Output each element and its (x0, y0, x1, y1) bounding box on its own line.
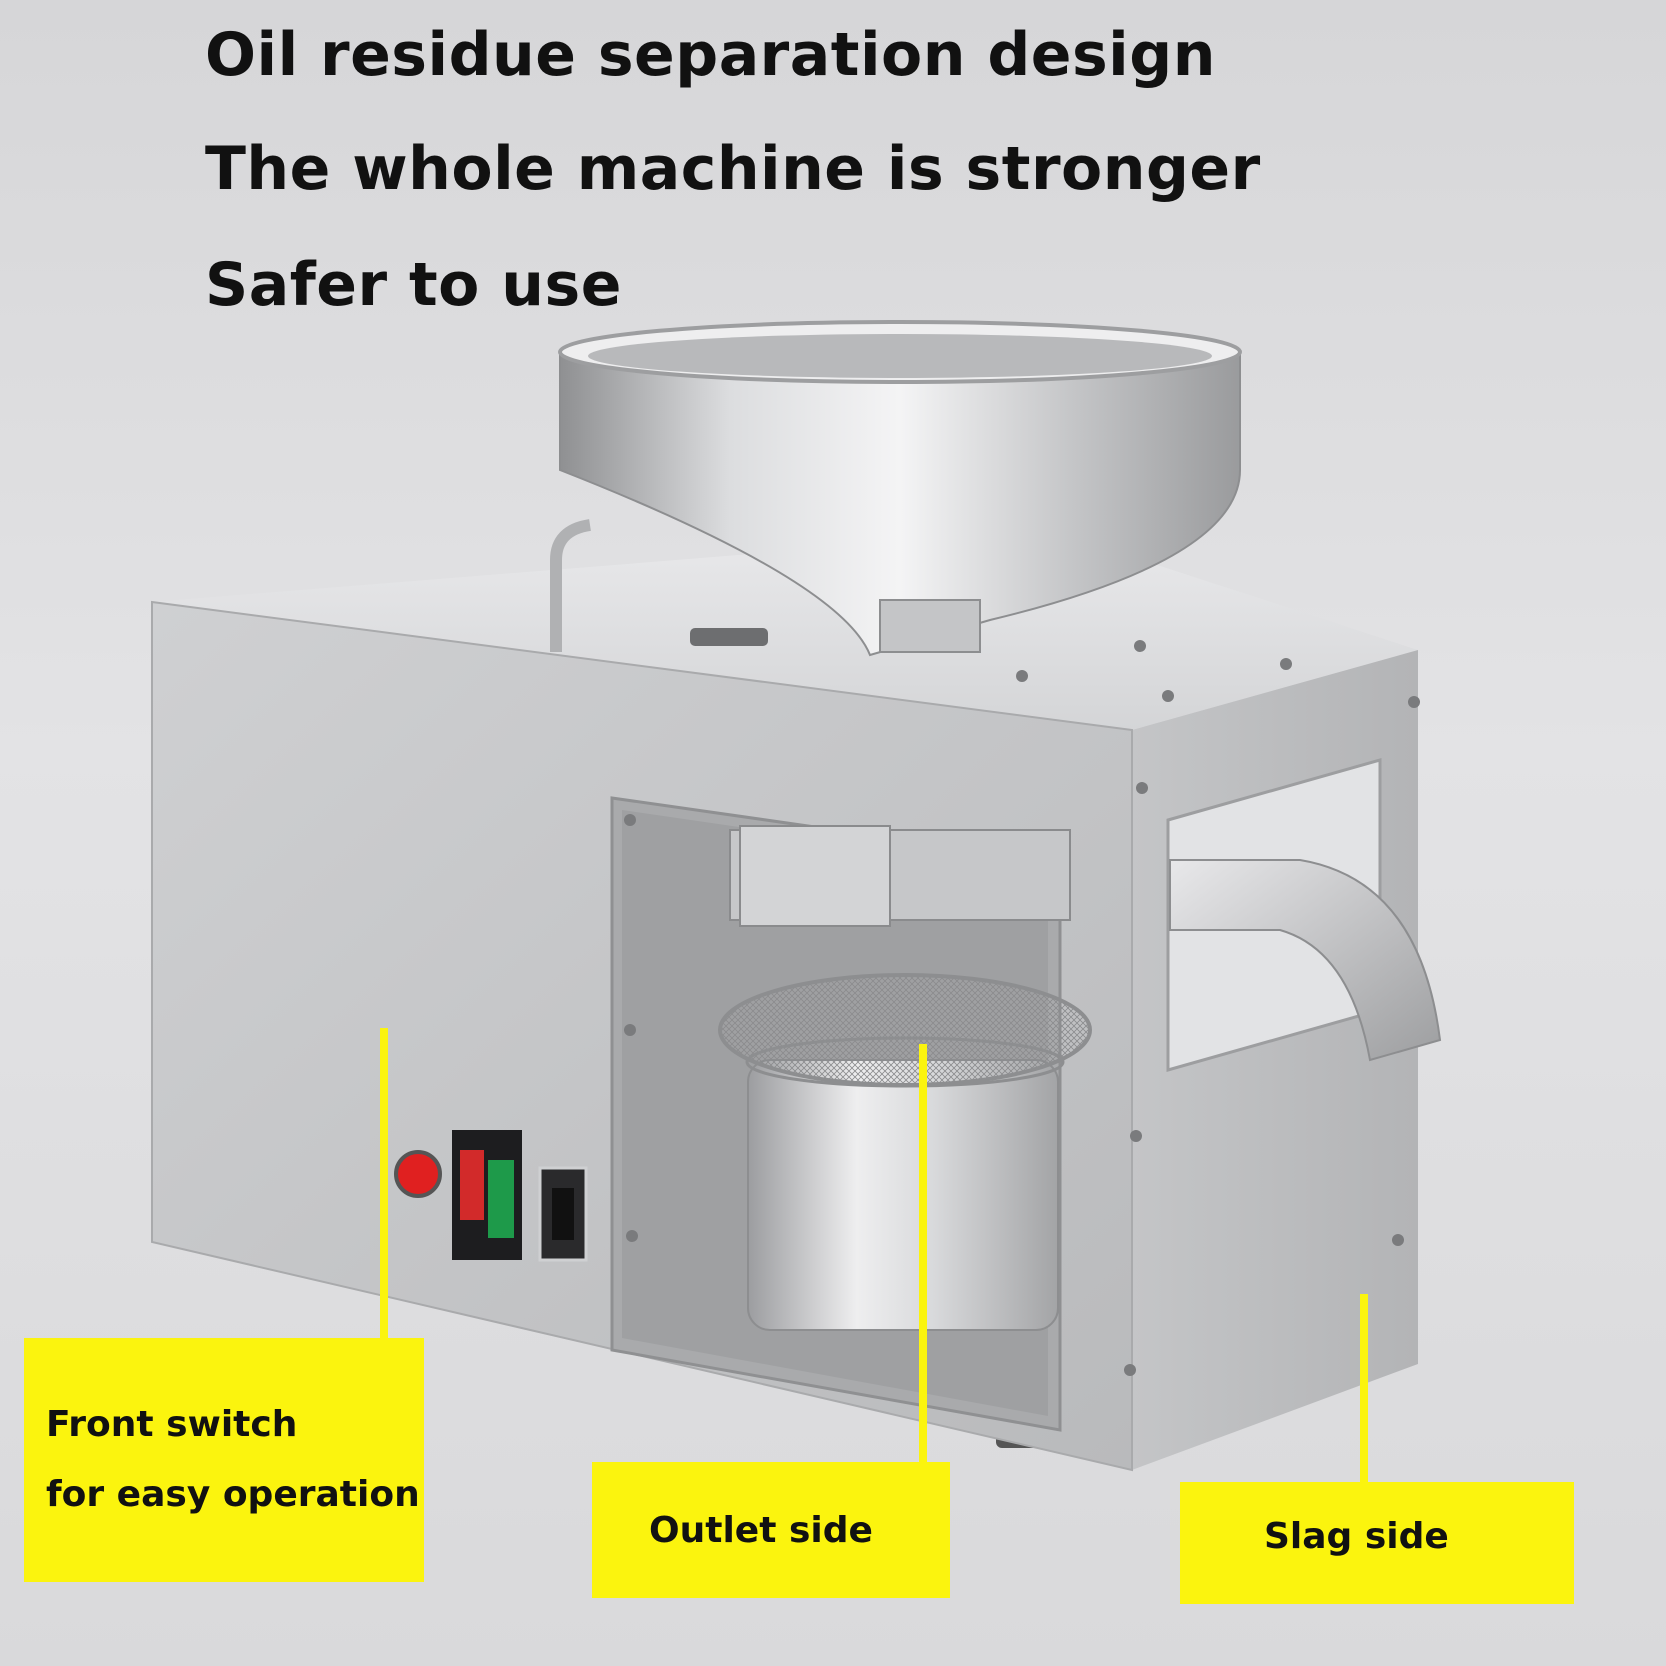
cup-rim (745, 1036, 1065, 1088)
filter-mesh (718, 973, 1092, 1087)
rocker-switch-red[interactable] (460, 1150, 484, 1220)
power-indicator-button[interactable] (394, 1150, 442, 1198)
press-block (739, 825, 891, 927)
bolt-icon (624, 814, 636, 826)
callout-pointer-outlet-side (919, 1044, 927, 1464)
bolt-icon (1016, 670, 1028, 682)
headline-oil-residue-separation: Oil residue separation design (205, 20, 1216, 90)
slag-spout (1169, 859, 1442, 1062)
callout-front-switch-line2: for easy operation (46, 1474, 420, 1515)
callout-outlet-side: Outlet side (592, 1462, 950, 1598)
bolt-icon (1392, 1234, 1404, 1246)
callout-pointer-front-switch (380, 1028, 388, 1340)
callout-slag-side: Slag side (1180, 1482, 1574, 1604)
bolt-icon (1130, 1130, 1142, 1142)
bolt-icon (1136, 782, 1148, 794)
hopper-neck (879, 599, 981, 653)
callout-outlet-side-label: Outlet side (649, 1510, 873, 1551)
bolt-icon (1162, 690, 1174, 702)
oil-collection-cup (747, 1059, 1059, 1331)
bolt-icon (624, 1024, 636, 1036)
bolt-icon (1124, 1364, 1136, 1376)
toggle-switch-rocker (552, 1188, 574, 1240)
callout-pointer-slag-side (1360, 1294, 1368, 1484)
headline-safer-to-use: Safer to use (205, 250, 622, 320)
headline-machine-stronger: The whole machine is stronger (205, 134, 1261, 204)
callout-front-switch: Front switch for easy operation (24, 1338, 424, 1582)
bolt-icon (1280, 658, 1292, 670)
hopper-inner (588, 334, 1212, 378)
callout-slag-side-label: Slag side (1264, 1516, 1449, 1557)
top-latch (690, 628, 768, 646)
heater-tube (550, 519, 592, 652)
bolt-icon (1134, 640, 1146, 652)
callout-front-switch-line1: Front switch (46, 1404, 298, 1445)
rocker-switch-green[interactable] (488, 1160, 514, 1238)
bolt-icon (626, 1230, 638, 1242)
bolt-icon (1408, 696, 1420, 708)
